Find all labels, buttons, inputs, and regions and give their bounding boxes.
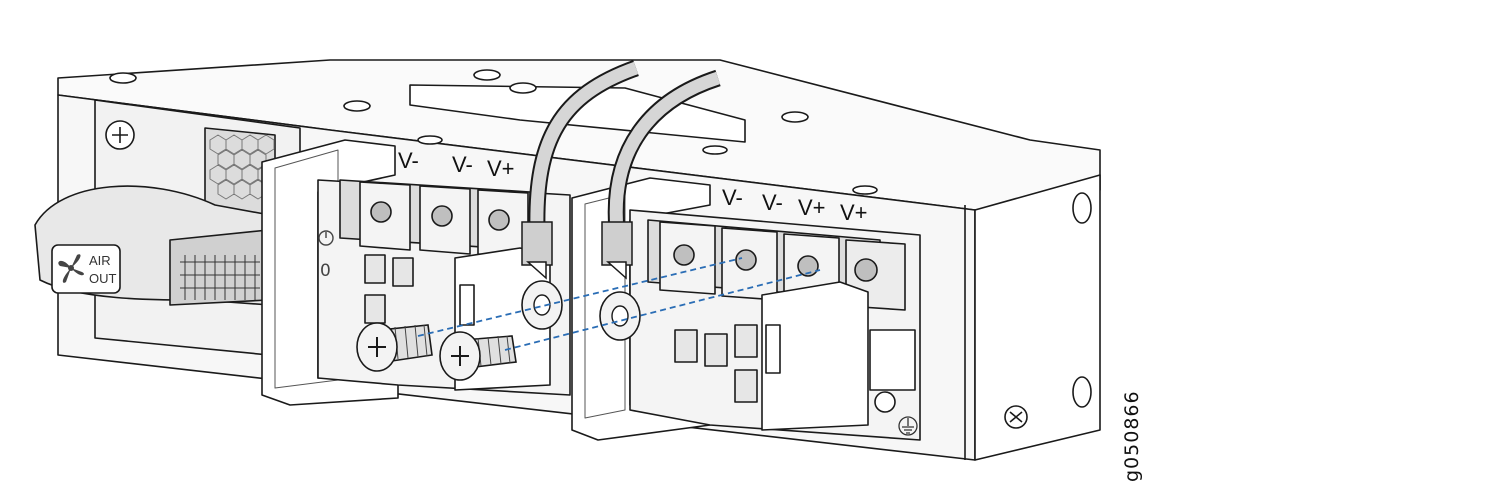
ring-lug-icon [599, 261, 641, 341]
ground-icon [898, 416, 918, 436]
fan-module [34, 99, 301, 359]
figure-id: g050866 [1121, 390, 1143, 482]
power-cable-1 [521, 59, 639, 330]
fan-label-out: OUT [89, 271, 117, 286]
screw-icon [356, 322, 433, 372]
power-cable-2 [599, 69, 721, 341]
right-terminal-cover [761, 281, 869, 431]
fan-label-air: AIR [89, 253, 111, 268]
left-terminal-label-3: V+ [487, 156, 515, 181]
right-terminal-label-4: V+ [840, 200, 868, 225]
ring-lug-icon [521, 261, 563, 330]
air-out-badge [51, 244, 121, 294]
left-terminal-label-1: V- [398, 148, 419, 173]
right-terminal-label-1: V- [722, 185, 743, 210]
right-terminal-label-3: V+ [798, 195, 826, 220]
power-icon [318, 230, 334, 246]
alignment-guides [417, 257, 821, 351]
slot-marker: 0 [320, 261, 331, 281]
right-terminal-label-2: V- [762, 190, 783, 215]
left-terminal-label-2: V- [452, 152, 473, 177]
fan-icon [58, 254, 84, 283]
screw-icon [439, 331, 517, 381]
